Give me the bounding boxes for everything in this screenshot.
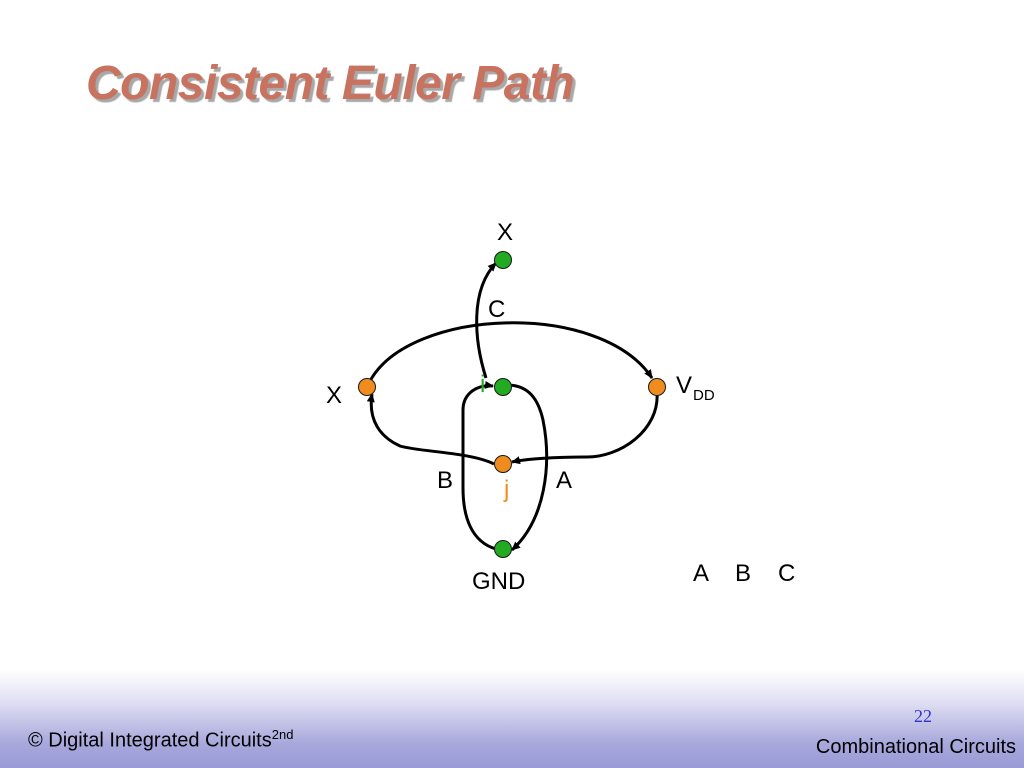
node-x-top xyxy=(494,251,512,269)
label-vdd-subscript: DD xyxy=(693,387,715,404)
path-sequence-first: A xyxy=(693,560,709,587)
label-gnd: GND xyxy=(472,568,525,595)
node-i xyxy=(494,378,512,396)
label-j: j xyxy=(503,476,509,503)
edge-a-vdd-to-j xyxy=(511,391,659,465)
label-x-top: X xyxy=(497,219,513,246)
footer-edition: 2nd xyxy=(271,727,294,742)
node-gnd xyxy=(494,540,512,558)
path-sequence-third: C xyxy=(778,560,795,587)
label-edge-a: A xyxy=(556,467,572,494)
node-x-left xyxy=(358,378,376,396)
edge-a-i-to-gnd xyxy=(508,383,549,552)
footer-band xyxy=(0,670,1024,768)
label-i: i xyxy=(480,371,485,398)
label-x-left: X xyxy=(326,382,342,409)
edge-b-j-to-x-left xyxy=(366,393,495,466)
footer-copyright-text: © Digital Integrated Circuits xyxy=(28,729,272,752)
footer-chapter: Combinational Circuits xyxy=(815,736,1016,758)
footer-copyright: © Digital Integrated Circuits2nd xyxy=(28,727,293,753)
edge-c-i-to-x-top xyxy=(475,261,498,379)
page-number: 22 xyxy=(914,706,932,726)
label-vdd: V xyxy=(676,372,692,399)
label-edge-c: C xyxy=(488,296,505,323)
edge-x-left-to-vdd xyxy=(368,321,654,382)
path-sequence-second: B xyxy=(735,560,751,587)
node-vdd xyxy=(648,378,666,396)
slide-title: Consistent Euler Path xyxy=(86,57,575,110)
label-edge-b: B xyxy=(437,467,453,494)
edge-b-gnd-to-i xyxy=(461,380,497,551)
node-j xyxy=(494,455,512,473)
